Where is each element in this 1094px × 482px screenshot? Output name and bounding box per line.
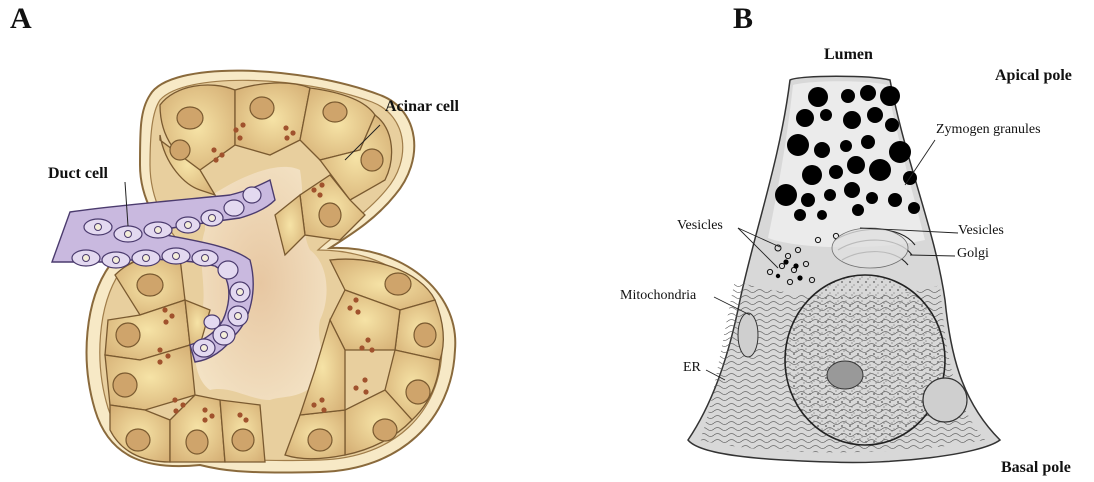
vesicles-left-label: Vesicles — [677, 218, 723, 234]
apical-region — [768, 81, 925, 247]
apical-pole-label: Apical pole — [995, 67, 1072, 85]
golgi-label: Golgi — [957, 246, 989, 262]
vesicles-right-label: Vesicles — [958, 223, 1004, 239]
lumen-label: Lumen — [824, 46, 873, 64]
zymogen-granules-label: Zymogen granules — [936, 122, 1041, 138]
er-label: ER — [683, 360, 701, 376]
basal-pole-label: Basal pole — [1001, 459, 1071, 477]
mitochondrion-b — [923, 378, 967, 422]
golgi-body — [832, 228, 908, 268]
mitochondria-label: Mitochondria — [620, 288, 696, 304]
acinus-diagram — [52, 71, 455, 473]
duct-cell-label: Duct cell — [48, 165, 108, 183]
nucleus-b — [785, 275, 945, 445]
mitochondrion-b2 — [738, 313, 758, 357]
acinar-cell-label: Acinar cell — [385, 98, 459, 116]
nucleolus-b — [827, 361, 863, 389]
